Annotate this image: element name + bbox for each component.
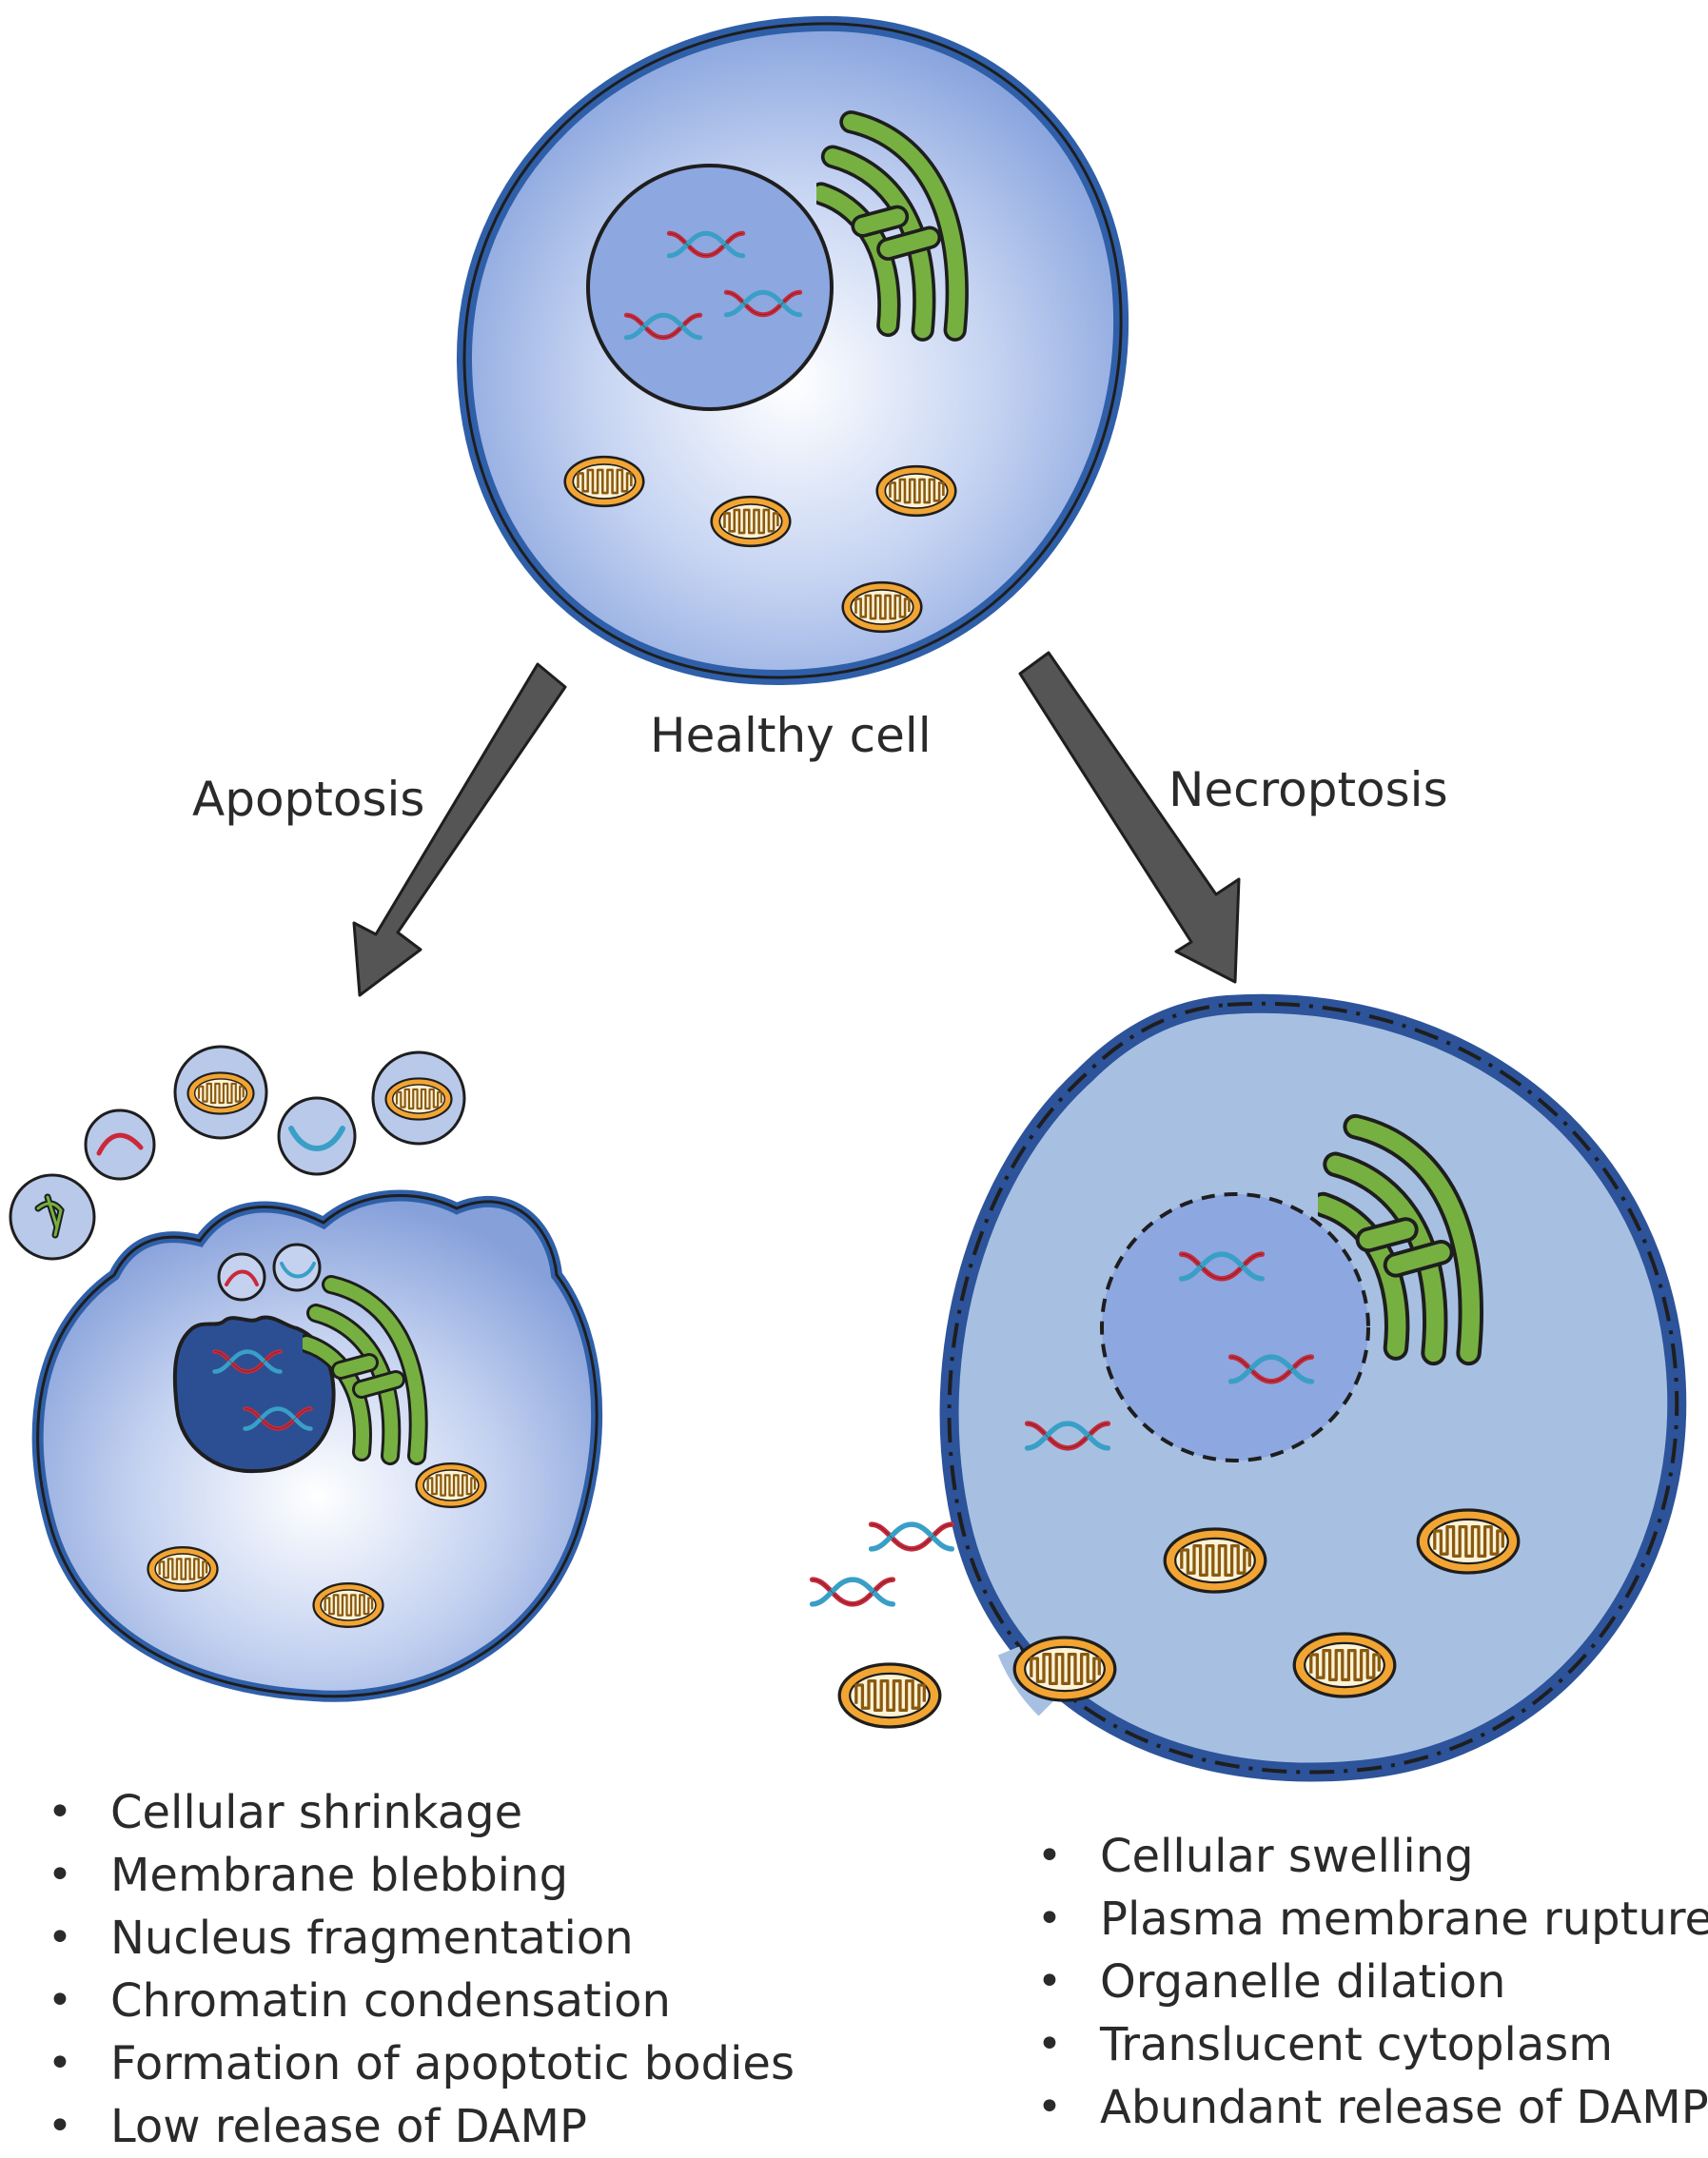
list-item: Organelle dilation [1037, 1951, 1708, 2013]
healthy-cell-label: Healthy cell [650, 708, 932, 763]
mitochondria-icon [841, 580, 923, 634]
mitochondria-icon [1012, 1636, 1117, 1702]
apoptosis-feature-list: Cellular shrinkage Membrane blebbing Nuc… [48, 1781, 795, 2158]
apoptotic-nucleus [172, 1315, 336, 1474]
apoptosis-label: Apoptosis [192, 772, 425, 827]
list-item: Translucent cytoplasm [1037, 2013, 1708, 2076]
list-item: Plasma membrane rupture [1037, 1888, 1708, 1951]
mitochondria-icon [875, 464, 957, 518]
necroptosis-label: Necroptosis [1168, 762, 1448, 817]
dna-icon [872, 1524, 952, 1549]
mitochondria-icon [312, 1582, 384, 1628]
list-item: Nucleus fragmentation [48, 1907, 795, 1970]
healthy-nucleus [586, 164, 834, 411]
mitochondria-icon [415, 1462, 487, 1508]
mitochondria-icon [147, 1546, 219, 1592]
mitochondria-icon [837, 1662, 942, 1729]
necroptotic-cell [813, 993, 1687, 1782]
mitochondria-icon [563, 455, 645, 508]
list-item: Cellular shrinkage [48, 1781, 795, 1844]
mitochondria-icon [187, 1071, 255, 1115]
healthy-cell [456, 15, 1129, 686]
mitochondria-icon [1163, 1527, 1267, 1594]
apoptotic-cell [9, 1045, 603, 1702]
list-item: Membrane blebbing [48, 1844, 795, 1907]
mitochondria-icon [384, 1077, 453, 1121]
mitochondria-icon [1416, 1508, 1521, 1575]
list-item: Low release of DAMP [48, 2095, 795, 2158]
list-item: Formation of apoptotic bodies [48, 2032, 795, 2095]
list-item: Chromatin condensation [48, 1970, 795, 2032]
apoptotic-bodies [9, 1045, 466, 1261]
necroptotic-nucleus [1100, 1192, 1370, 1462]
mitochondria-icon [1292, 1632, 1397, 1698]
list-item: Abundant release of DAMP [1037, 2076, 1708, 2139]
dna-icon [813, 1579, 893, 1604]
mitochondria-icon [710, 495, 792, 548]
apoptosis-arrow [352, 662, 567, 997]
necroptosis-arrow [1018, 651, 1241, 984]
list-item: Cellular swelling [1037, 1825, 1708, 1888]
necroptosis-feature-list: Cellular swelling Plasma membrane ruptur… [1037, 1825, 1708, 2139]
